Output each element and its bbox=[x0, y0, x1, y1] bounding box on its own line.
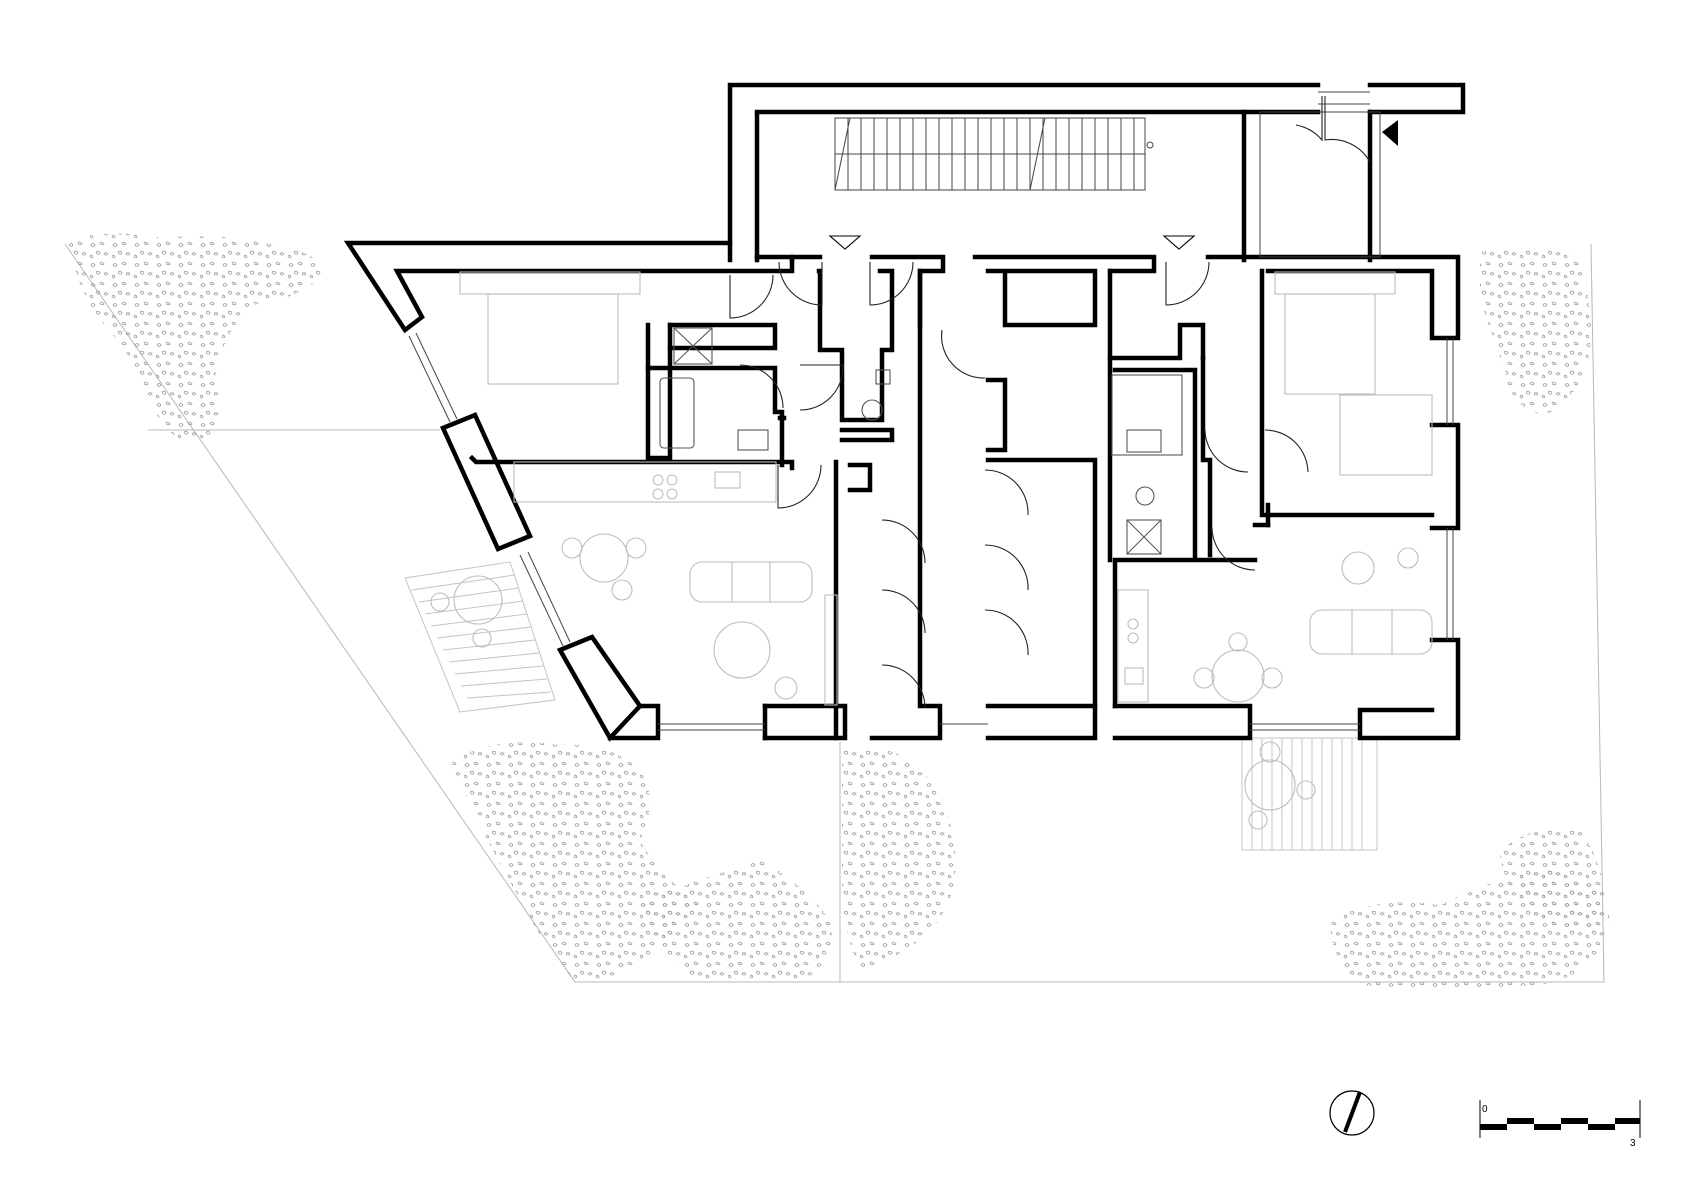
terrace-deck-right bbox=[1241, 737, 1378, 851]
door-swings bbox=[729, 261, 1309, 709]
windows bbox=[408, 332, 1454, 731]
scale-end-label: 3 bbox=[1630, 1138, 1636, 1149]
exterior-walls bbox=[343, 82, 1466, 742]
tree-canopy-icon bbox=[68, 233, 1610, 988]
north-arrow-icon bbox=[1329, 1090, 1375, 1136]
entrance-vestibule bbox=[1259, 91, 1381, 258]
staircase bbox=[834, 117, 1154, 191]
entrance-arrow-icon bbox=[1382, 120, 1398, 146]
furniture bbox=[459, 271, 1433, 706]
terrace-deck-left bbox=[404, 561, 556, 713]
unit-entry-marker-icon bbox=[828, 235, 1196, 250]
scale-bar: 0 3 bbox=[1479, 1100, 1641, 1149]
scale-start-label: 0 bbox=[1482, 1104, 1488, 1115]
interior-walls bbox=[468, 268, 1435, 741]
